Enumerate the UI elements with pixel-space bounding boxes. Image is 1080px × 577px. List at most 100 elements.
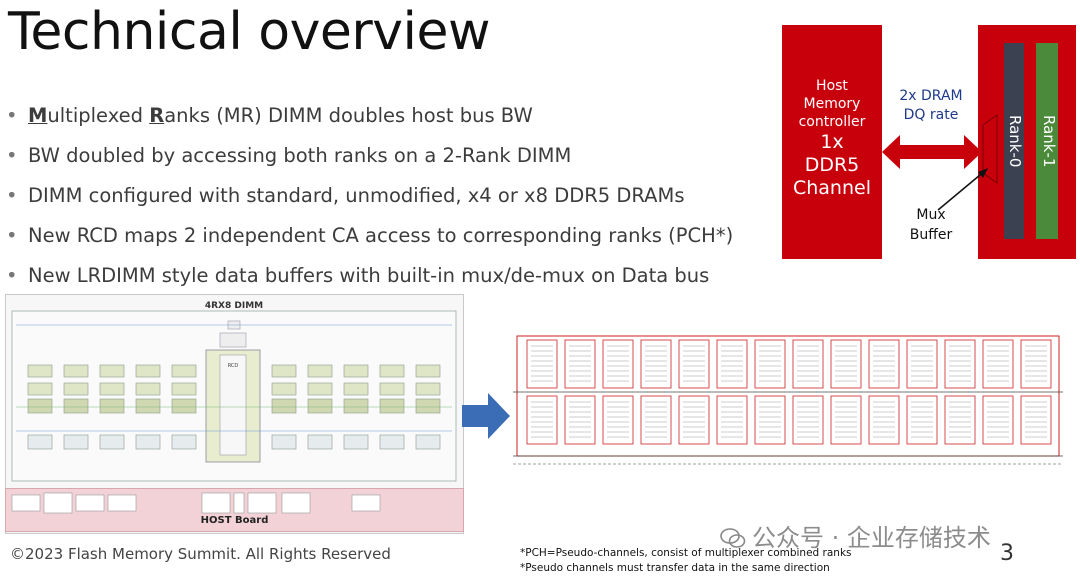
dram-chip: [271, 398, 297, 414]
host-big-1: 1x: [820, 131, 844, 153]
bullet-text: New RCD maps 2 independent CA access to …: [28, 224, 734, 247]
right-arrow-icon: [462, 393, 510, 439]
pcb-chip-outline: [564, 395, 596, 445]
bullet-dot-icon: •: [6, 104, 18, 127]
pcb-chip-outline: [602, 339, 634, 389]
bullet-item: • DIMM configured with standard, unmodifi…: [6, 176, 766, 216]
bullet-list: • Multiplexed Ranks (MR) DIMM doubles hos…: [6, 96, 766, 296]
pcb-chip-outline: [906, 339, 938, 389]
host-big-2: DDR5: [804, 154, 860, 176]
bullet-text: anks (MR) DIMM doubles host bus BW: [164, 104, 533, 127]
dram-chip: [343, 382, 369, 396]
host-line-3: controller: [798, 114, 866, 130]
dram-chip: [271, 364, 297, 378]
pcb-chip-outline: [640, 339, 672, 389]
rank-1-bar: [1036, 43, 1058, 239]
dram-chip: [343, 434, 369, 450]
pcb-chip-outline: [792, 339, 824, 389]
pcb-chip-outline: [1020, 395, 1052, 445]
dram-chip: [135, 364, 161, 378]
bullet-dot-icon: •: [6, 144, 18, 167]
dram-chip: [379, 364, 405, 378]
pcb-chip-outline: [526, 339, 558, 389]
dram-chip: [27, 382, 53, 396]
pcb-chip-outline: [1020, 339, 1052, 389]
mux-line-1: Mux: [916, 207, 946, 223]
host-memory-controller-box: [782, 25, 882, 259]
host-big-3: Channel: [792, 177, 871, 199]
pcb-chip-outline: [830, 339, 862, 389]
dram-chip: [27, 398, 53, 414]
footnote-2: *Pseudo channels must transfer data in t…: [520, 562, 830, 574]
page-number: 3: [1000, 541, 1014, 566]
pcb-chip-outline: [906, 395, 938, 445]
pcb-chip-outline: [564, 339, 596, 389]
pcb-chip-outline: [678, 339, 710, 389]
pcb-chip-outline: [526, 395, 558, 445]
pcb-chip-outline: [716, 339, 748, 389]
schematic-title: 4RX8 DIMM: [205, 301, 263, 311]
mux-line-2: Buffer: [909, 227, 953, 243]
bullet-item: •New LRDIMM style data buffers with buil…: [6, 256, 766, 296]
dram-chip: [307, 398, 333, 414]
pcb-chip-outline: [944, 395, 976, 445]
bullet-text: DIMM configured with standard, unmodifie…: [28, 184, 685, 207]
dram-chip: [135, 434, 161, 450]
pcb-chip-outline: [754, 395, 786, 445]
pcb-chip-outline: [982, 395, 1014, 445]
dram-chip: [171, 398, 197, 414]
bullet-item: • BW doubled by accessing both ranks on a…: [6, 136, 766, 176]
dram-chip: [171, 434, 197, 450]
dram-chip: [135, 398, 161, 414]
bullet-text: BW doubled by accessing both ranks on a …: [28, 144, 572, 167]
host-controller-label: Host Memory controller 1x DDR5 Channel: [782, 77, 882, 200]
pcb-chip-outline: [716, 395, 748, 445]
dram-chip: [415, 364, 441, 378]
diagram-arrows: [882, 114, 998, 211]
pcb-chip-outline: [944, 339, 976, 389]
dram-chip: [415, 434, 441, 450]
dram-chip: [99, 382, 125, 396]
dram-chip: [343, 364, 369, 378]
bullet-text: ultiplexed: [47, 104, 150, 127]
dram-chip: [99, 434, 125, 450]
bullet-dot-icon: •: [6, 224, 18, 247]
dram-chip: [171, 382, 197, 396]
dram-chip: [63, 434, 89, 450]
dram-chip: [63, 398, 89, 414]
mux-trapezoid-icon: [982, 114, 998, 184]
host-line-2: Memory: [803, 96, 861, 112]
dram-chip: [307, 364, 333, 378]
pcb-chip-outline: [640, 395, 672, 445]
host-line-1: Host: [816, 78, 848, 94]
dram-chip: [415, 382, 441, 396]
pcb-chip-outline: [602, 395, 634, 445]
dram-chip: [415, 398, 441, 414]
dram-chip: [307, 382, 333, 396]
host-board: HOST Board: [5, 488, 464, 532]
dram-chip: [307, 434, 333, 450]
bullet-text: M: [28, 104, 48, 127]
dram-chip: [135, 382, 161, 396]
pcb-chip-outline: [868, 339, 900, 389]
mr-dimm-diagram: Host Memory controller 1x DDR5 Channel R…: [778, 25, 1078, 263]
rank-0-bar: [1004, 43, 1024, 239]
pcb-chip-outline: [754, 339, 786, 389]
dimm-schematic-drawing: 4RX8 DIMM RCD: [11, 301, 457, 482]
bullet-text: R: [149, 104, 165, 127]
pcb-chip-outline: [830, 395, 862, 445]
dram-chip: [171, 364, 197, 378]
dram-chip: [343, 398, 369, 414]
dram-chip: [379, 398, 405, 414]
dram-chip: [99, 364, 125, 378]
pcb-chip-outline: [868, 395, 900, 445]
dram-chip: [63, 382, 89, 396]
mux-pointer-line: [937, 169, 987, 211]
bullet-item: • New RCD maps 2 independent CA access to…: [6, 216, 766, 256]
dram-chip: [271, 434, 297, 450]
dram-chip: [27, 434, 53, 450]
wechat-icon: [720, 528, 746, 548]
bullet-dot-icon: •: [6, 184, 18, 207]
pcb-chip-outline: [792, 395, 824, 445]
dram-chip: [379, 382, 405, 396]
